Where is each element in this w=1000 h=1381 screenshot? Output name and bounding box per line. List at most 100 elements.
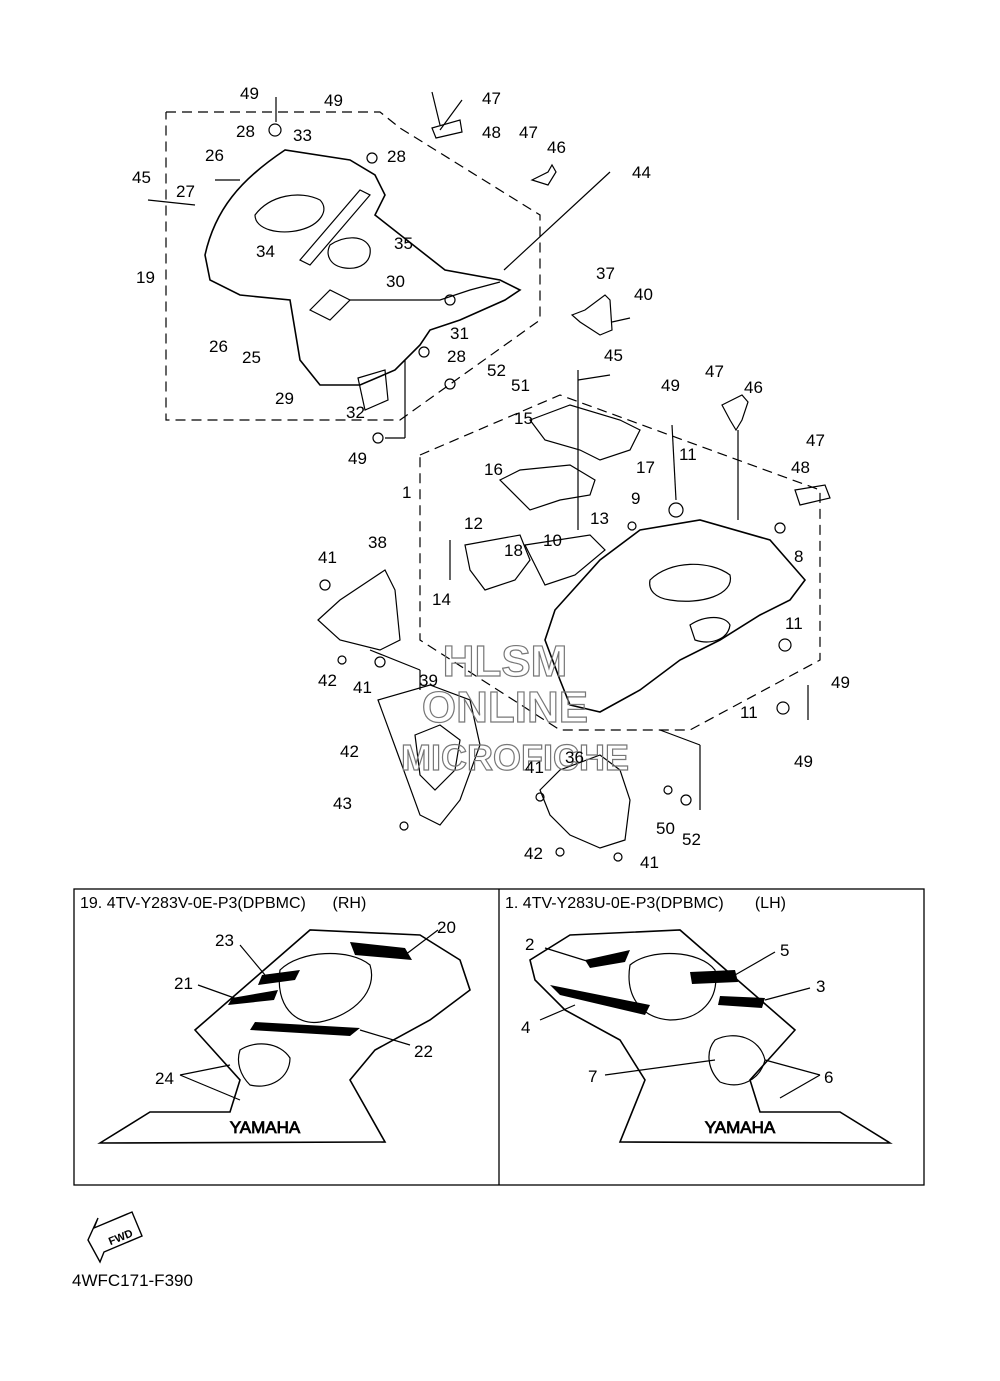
callout-41: 41 (640, 853, 659, 872)
inner-panel-15 (529, 404, 641, 461)
center-fairing-assembly (419, 370, 831, 731)
callout-47: 47 (806, 431, 825, 450)
callout-37: 37 (596, 264, 615, 283)
bracket-38 (317, 569, 401, 651)
callout-9: 9 (631, 489, 640, 508)
callout-1: 1 (402, 483, 411, 502)
callout-29: 29 (275, 389, 294, 408)
inner-panel-16 (498, 464, 596, 511)
callout-49: 49 (661, 376, 680, 395)
lh-decal-drawing (529, 929, 893, 1144)
inner-panel-12 (464, 534, 531, 591)
watermark-line2: ONLINE (422, 683, 588, 732)
decal-panels: YAMAHA YAMAHA (73, 888, 925, 1186)
callout-50: 50 (656, 819, 675, 838)
callout-33: 33 (293, 126, 312, 145)
callout-3: 3 (816, 977, 825, 996)
callout-42: 42 (524, 844, 543, 863)
rh-fairing-assembly (147, 91, 631, 444)
callout-18: 18 (504, 541, 523, 560)
callout-43: 43 (333, 794, 352, 813)
callout-10: 10 (543, 531, 562, 550)
bracket-37 (570, 294, 613, 336)
callout-8: 8 (794, 547, 803, 566)
callout-27: 27 (176, 182, 195, 201)
rh-decal-drawing (97, 929, 471, 1144)
callout-26: 26 (205, 146, 224, 165)
callout-52: 52 (487, 361, 506, 380)
callout-20: 20 (437, 918, 456, 937)
callout-7: 7 (588, 1067, 597, 1086)
callout-45: 45 (604, 346, 623, 365)
rh-cowling-outline (204, 149, 522, 386)
callout-26: 26 (209, 337, 228, 356)
callout-23: 23 (215, 931, 234, 950)
fwd-arrow-icon: FWD (87, 1211, 143, 1264)
callout-41: 41 (318, 548, 337, 567)
bracket-48a (431, 119, 463, 139)
decal-brand-lh: YAMAHA (705, 1118, 776, 1137)
bracket-46a (530, 163, 557, 186)
callout-22: 22 (414, 1042, 433, 1061)
callout-15: 15 (514, 409, 533, 428)
panel-39 (377, 684, 481, 826)
callout-48: 48 (482, 123, 501, 142)
watermark-line3: MICROFICHE (401, 737, 629, 778)
lower-brackets (317, 569, 701, 862)
callout-34: 34 (256, 242, 275, 261)
watermark: HLSM ONLINE MICROFICHE (400, 636, 629, 778)
callout-25: 25 (242, 348, 261, 367)
callout-49: 49 (794, 752, 813, 771)
callout-42: 42 (340, 742, 359, 761)
callout-5: 5 (780, 941, 789, 960)
callout-14: 14 (432, 590, 451, 609)
inner-panel-32 (357, 369, 389, 411)
callout-32: 32 (346, 403, 365, 422)
callout-49: 49 (348, 449, 367, 468)
callout-11: 11 (785, 614, 803, 633)
callout-11: 11 (679, 445, 697, 464)
callout-42: 42 (318, 671, 337, 690)
callout-31: 31 (450, 324, 469, 343)
callout-19: 19 (136, 268, 155, 287)
callout-38: 38 (368, 533, 387, 552)
decal-brand-rh: YAMAHA (230, 1118, 301, 1137)
bracket-36 (539, 754, 631, 849)
callout-36: 36 (565, 748, 584, 767)
callout-labels: 49 49 47 48 28 33 26 28 47 46 44 45 27 3… (132, 84, 850, 872)
callout-46: 46 (547, 138, 566, 157)
callout-17: 17 (636, 458, 655, 477)
callout-51: 51 (511, 376, 530, 395)
callout-41: 41 (525, 758, 544, 777)
callout-39: 39 (419, 671, 438, 690)
callout-6: 6 (824, 1068, 833, 1087)
callout-28: 28 (387, 147, 406, 166)
callout-2: 2 (525, 935, 534, 954)
callout-47: 47 (482, 89, 501, 108)
lh-panel-title: 1. 4TV-Y283U-0E-P3(DPBMC) (LH) (505, 895, 786, 912)
callout-21: 21 (174, 974, 193, 993)
inner-panel-13 (524, 534, 606, 586)
rh-panel-title: 19. 4TV-Y283V-0E-P3(DPBMC) (RH) (80, 895, 366, 912)
callout-24: 24 (155, 1069, 174, 1088)
callout-47: 47 (705, 362, 724, 381)
callout-49: 49 (831, 673, 850, 692)
callout-11: 11 (740, 703, 758, 722)
callout-49: 49 (240, 84, 259, 103)
callout-48: 48 (791, 458, 810, 477)
callout-12: 12 (464, 514, 483, 533)
callout-16: 16 (484, 460, 503, 479)
callout-28: 28 (236, 122, 255, 141)
callout-46: 46 (744, 378, 763, 397)
callout-28: 28 (447, 347, 466, 366)
callout-41: 41 (353, 678, 372, 697)
diagram-code: 4WFC171-F390 (72, 1271, 193, 1290)
callout-4: 4 (521, 1018, 530, 1037)
center-cowling-outline (544, 519, 807, 713)
callout-44: 44 (632, 163, 651, 182)
callout-30: 30 (386, 272, 405, 291)
callout-13: 13 (590, 509, 609, 528)
callout-49: 49 (324, 91, 343, 110)
